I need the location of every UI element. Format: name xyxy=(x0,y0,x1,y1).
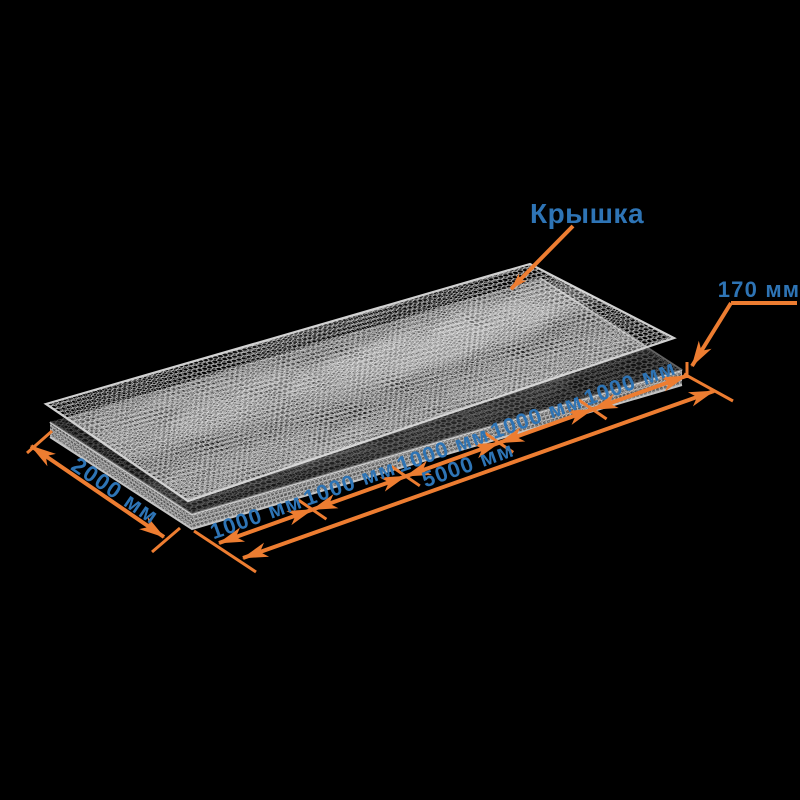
svg-text:170 мм: 170 мм xyxy=(718,277,800,302)
svg-text:Крышка: Крышка xyxy=(530,198,644,229)
